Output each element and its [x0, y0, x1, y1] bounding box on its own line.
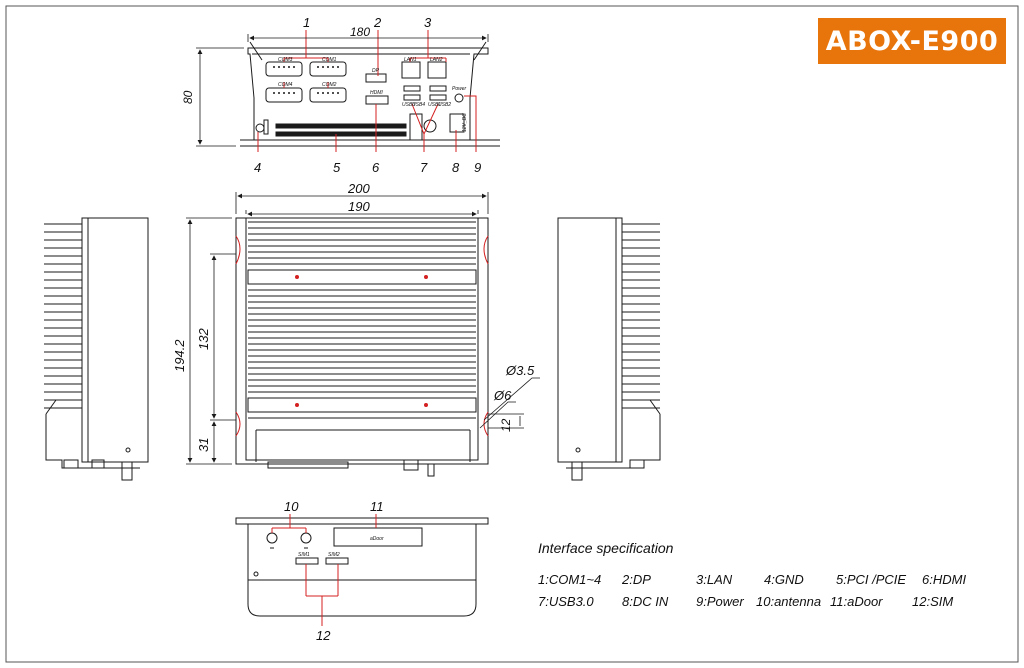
top-view: [235, 217, 489, 477]
svg-text:DP: DP: [372, 68, 380, 74]
dim-12: 12: [499, 418, 513, 432]
model-badge: ABOX-E900: [818, 18, 1006, 64]
svg-text:5: 5: [333, 160, 341, 175]
fins-middle: [248, 289, 476, 393]
left-side-view: [44, 217, 149, 481]
dim-6: Ø6: [493, 388, 512, 403]
spec-item: 6:HDMI: [922, 572, 967, 587]
svg-text:Power: Power: [452, 86, 467, 92]
svg-text:COM4: COM4: [278, 82, 293, 88]
svg-text:11: 11: [370, 499, 384, 514]
svg-text:10: 10: [284, 499, 299, 514]
front-callouts: [257, 30, 477, 152]
fins-upper: [248, 221, 476, 265]
front-small-labels: COM3 COM1 COM4 COM2 DP HDMI LAN1 LAN2 US…: [278, 57, 468, 132]
spec-item: 10:antenna: [756, 594, 822, 609]
svg-text:3: 3: [424, 15, 432, 30]
top-view-screws: [295, 275, 428, 407]
right-side-view: [557, 217, 661, 481]
svg-text:12: 12: [316, 628, 331, 643]
spec-item: 3:LAN: [696, 572, 733, 587]
svg-text:1: 1: [303, 15, 310, 30]
front-view: [240, 41, 500, 147]
front-dimensions: [196, 34, 489, 147]
svg-text:7: 7: [420, 160, 428, 175]
dim-194-2: 194.2: [172, 339, 187, 372]
svg-text:USB3: USB3: [402, 102, 415, 108]
dim-31: 31: [196, 438, 211, 452]
svg-text:9: 9: [474, 160, 481, 175]
dim-3-5: Ø3.5: [505, 363, 535, 378]
svg-text:4: 4: [254, 160, 261, 175]
svg-text:6: 6: [372, 160, 380, 175]
front-callout-labels: 1 2 3 4 5 6 7 8 9: [254, 15, 481, 175]
rear-small-labels: aDoor SIM1 SIM2: [298, 536, 384, 558]
svg-text:COM3: COM3: [278, 57, 293, 63]
svg-text:2: 2: [373, 15, 382, 30]
svg-text:SIM1: SIM1: [298, 552, 310, 558]
dim-132: 132: [196, 328, 211, 350]
svg-text:8: 8: [452, 160, 460, 175]
spec-item: 5:PCI /PCIE: [836, 572, 907, 587]
svg-text:12V_DC: 12V_DC: [462, 113, 468, 132]
spec-title: Interface specification: [538, 540, 674, 556]
rear-callout-labels: 10 11 12: [284, 499, 384, 643]
spec-item: 2:DP: [622, 572, 651, 587]
spec-item: 1:COM1~4: [538, 572, 602, 587]
spec-item: 9:Power: [696, 594, 744, 609]
spec-item: 8:DC IN: [622, 594, 669, 609]
svg-text:COM1: COM1: [322, 57, 337, 63]
dim-200: 200: [347, 181, 370, 196]
com-ports: [265, 61, 347, 103]
svg-text:LAN2: LAN2: [430, 57, 443, 63]
svg-text:USB1: USB1: [428, 102, 441, 108]
right-fins: [622, 223, 660, 409]
svg-text:COM2: COM2: [322, 82, 337, 88]
svg-text:LAN1: LAN1: [404, 57, 417, 63]
spec-item: 12:SIM: [912, 594, 954, 609]
drawing-border: [5, 5, 1019, 663]
dim-180: 180: [350, 25, 370, 39]
svg-text:HDMI: HDMI: [370, 90, 383, 96]
dim-190: 190: [348, 199, 370, 214]
top-dimensions: [186, 192, 540, 465]
spec-item: 4:GND: [764, 572, 804, 587]
svg-text:aDoor: aDoor: [370, 536, 384, 542]
rear-callouts: [271, 514, 377, 626]
svg-text:USB2: USB2: [438, 102, 451, 108]
svg-text:USB4: USB4: [412, 102, 425, 108]
spec-item: 7:USB3.0: [538, 594, 594, 609]
rear-view: [235, 517, 489, 617]
spec-item: 11:aDoor: [830, 594, 883, 609]
svg-text:SIM2: SIM2: [328, 552, 340, 558]
left-fins: [44, 223, 82, 409]
dim-80: 80: [181, 90, 195, 104]
